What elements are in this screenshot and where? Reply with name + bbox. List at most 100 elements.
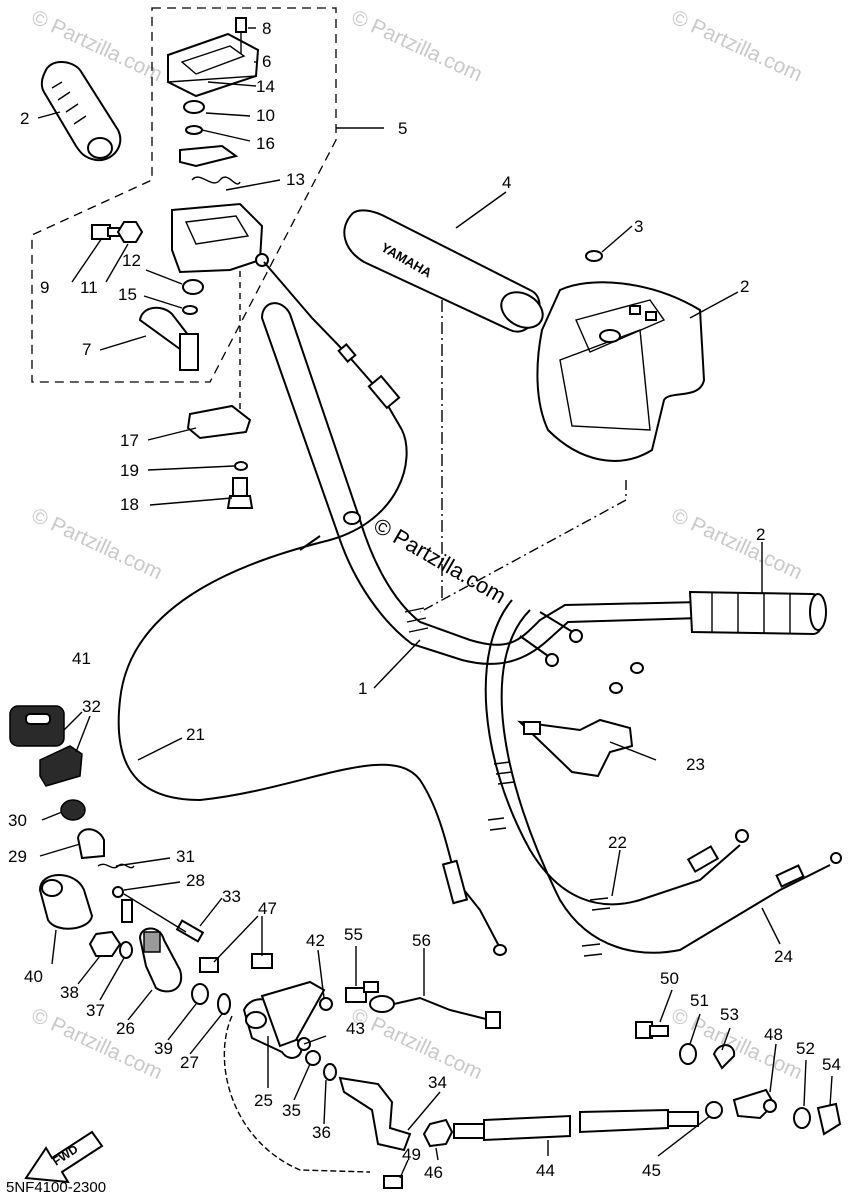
end-54 <box>816 1102 842 1136</box>
callout-32: 32 <box>82 697 101 716</box>
callout-22: 22 <box>608 833 627 852</box>
watermark: © Partzilla.com <box>28 504 166 585</box>
callout-6: 5 <box>398 119 407 138</box>
callout-43: 43 <box>346 1019 365 1038</box>
callout-48: 48 <box>764 1025 783 1044</box>
leader-lines <box>37 27 833 1179</box>
callout-28: 28 <box>186 871 205 890</box>
sensor-56 <box>369 995 501 1029</box>
callout-23: 23 <box>686 755 705 774</box>
washer-37 <box>119 941 133 959</box>
plunger-28 <box>112 886 133 923</box>
screw-9 <box>235 17 247 54</box>
callout-40: 40 <box>24 967 43 986</box>
body-26 <box>138 927 183 993</box>
shaft-34 <box>338 1076 412 1152</box>
callout-24: 24 <box>774 947 793 966</box>
throttle-lever-8 <box>138 306 199 371</box>
arm-48 <box>732 1088 777 1120</box>
callout-33: 33 <box>222 887 241 906</box>
callout-47: 47 <box>258 899 277 918</box>
callout-19: 18 <box>120 495 139 514</box>
callout-15: 14 <box>256 77 275 96</box>
callout-2: 2 <box>20 109 29 128</box>
watermark: © Partzilla.com <box>668 504 806 585</box>
rod-44 <box>422 1108 699 1148</box>
callout-3: 2 <box>740 277 749 296</box>
callout-8: 7 <box>82 340 91 359</box>
watermark: © Partzilla.com <box>348 1004 486 1085</box>
cap-41 <box>9 705 65 747</box>
washer-39 <box>191 983 209 1005</box>
throttle-housing <box>171 202 269 274</box>
handlebar-pad: YAMAHA <box>343 209 544 333</box>
hose-dashed <box>223 1015 371 1173</box>
callout-49: 49 <box>402 1145 421 1164</box>
callout-7: 6 <box>262 52 271 71</box>
right-grip <box>688 590 827 636</box>
callout-1: 1 <box>358 679 367 698</box>
callout-11: 10 <box>256 106 275 125</box>
callout-42: 42 <box>306 931 325 950</box>
callout-30: 30 <box>8 811 27 830</box>
nut-45 <box>705 1101 723 1119</box>
fwd-arrow: FWD <box>24 1130 104 1184</box>
throttle-cover <box>167 32 260 98</box>
nut-38 <box>88 930 122 957</box>
callout-31: 31 <box>176 847 195 866</box>
callout-54: 54 <box>822 1055 841 1074</box>
callout-14: 13 <box>286 170 305 189</box>
clip-53 <box>712 1044 736 1070</box>
callout-5: 4 <box>502 173 511 192</box>
washer-51 <box>679 1043 697 1065</box>
bolt-49 <box>383 1175 403 1189</box>
callout-17: 16 <box>256 134 275 153</box>
bolt-10 <box>91 224 121 240</box>
handlebar-cover <box>536 281 706 462</box>
callout-26: 26 <box>116 1019 135 1038</box>
callout-18: 17 <box>120 431 139 450</box>
bearing-30 <box>60 799 86 821</box>
throttle-lever-plate <box>179 144 239 168</box>
bolt-50 <box>635 1021 669 1039</box>
callout-numbers: 2 8 6 14 10 16 5 13 9 11 12 15 7 17 19 1… <box>8 19 841 1182</box>
callout-9: 8 <box>262 19 271 38</box>
nut-11 <box>183 100 205 114</box>
callout-38: 38 <box>60 983 79 1002</box>
switch-23 <box>517 718 634 778</box>
pin-33 <box>175 919 205 943</box>
callout-39: 39 <box>154 1039 173 1058</box>
washer-17 <box>185 125 203 135</box>
watermark: © Partzilla.com <box>348 6 486 87</box>
callout-56: 56 <box>412 931 431 950</box>
washer-16 <box>182 305 198 315</box>
callout-53: 53 <box>720 1005 739 1024</box>
callout-12: 11 <box>80 278 98 297</box>
collar-52 <box>793 1107 811 1129</box>
watermark: © Partzilla.com <box>668 6 806 87</box>
callout-34: 34 <box>428 1073 447 1092</box>
callout-13: 12 <box>122 251 141 270</box>
callout-41: 41 <box>72 649 91 668</box>
collar-13 <box>182 279 204 295</box>
callout-29: 29 <box>8 847 27 866</box>
bracket-18 <box>186 404 252 440</box>
callout-36: 36 <box>312 1123 331 1142</box>
throttle-cable <box>117 261 507 956</box>
callout-4: 3 <box>634 217 643 236</box>
cap-29 <box>76 828 105 860</box>
left-grip <box>40 61 122 162</box>
callout-2b: 2 <box>756 525 765 544</box>
nut-46 <box>422 1118 454 1148</box>
washer-36 <box>323 1063 337 1081</box>
housing-40 <box>38 874 94 930</box>
nut-12 <box>116 221 144 243</box>
callout-50: 50 <box>660 969 679 988</box>
bolt-19 <box>226 477 254 509</box>
callout-44: 44 <box>536 1161 555 1180</box>
bolt-47 <box>199 953 273 973</box>
callout-10: 9 <box>40 278 49 297</box>
callout-55: 55 <box>344 925 363 944</box>
